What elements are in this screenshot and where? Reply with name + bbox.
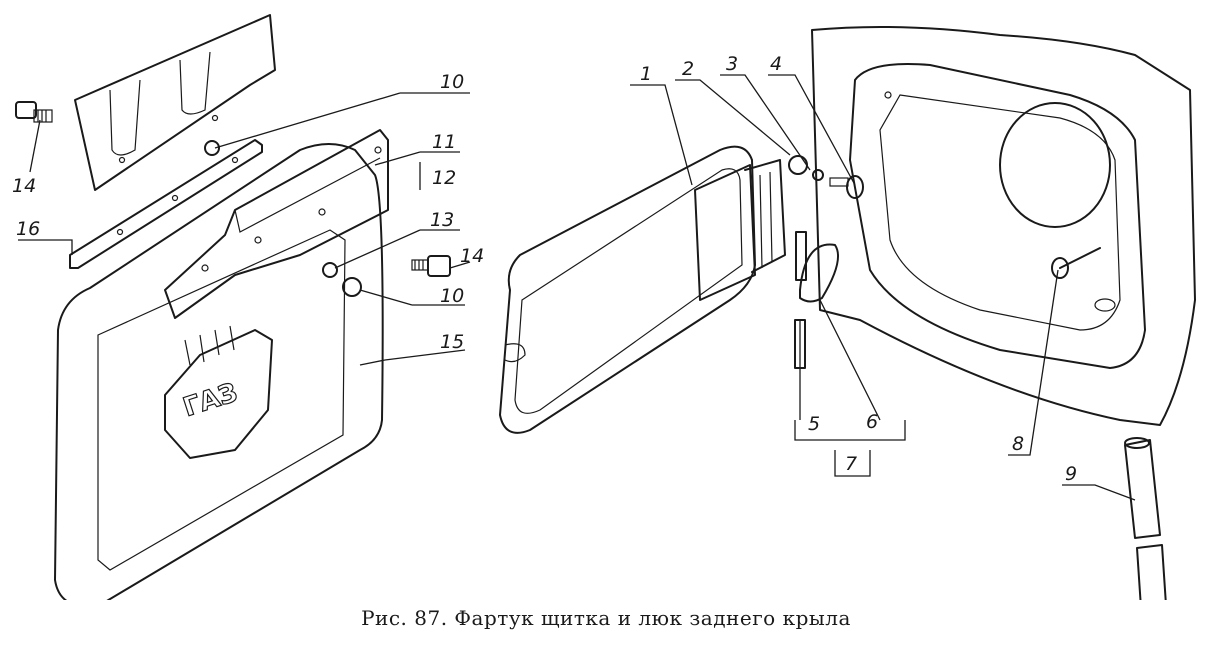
bolt-14-right: [411, 255, 451, 277]
lock-washer-4: [812, 169, 824, 181]
leader-lines: [18, 74, 1136, 501]
washer-3: [788, 155, 808, 175]
callout-10-lower: 10: [440, 285, 464, 307]
mud-flap-ribbed-panel: [97, 229, 346, 571]
figure-caption: Рис. 87. Фартук щитка и люк заднего крыл…: [361, 606, 851, 630]
callout-14-right: 14: [460, 245, 484, 267]
spring-6: [799, 243, 839, 303]
callout-4: 4: [770, 53, 782, 75]
top-shield-plate: [74, 14, 276, 191]
rail-16: [69, 139, 263, 269]
bolt-14-left: [15, 101, 53, 123]
callout-6: 6: [866, 411, 878, 433]
callout-13: 13: [430, 209, 454, 231]
callout-3: 3: [726, 53, 738, 75]
callout-15: 15: [440, 331, 464, 353]
callout-12: 12: [432, 167, 456, 189]
hatch-hinge: [694, 164, 756, 301]
bracket-strip: [164, 129, 389, 319]
filler-recess: [849, 63, 1146, 369]
callout-14-left: 14: [12, 175, 36, 197]
washer-13: [322, 262, 338, 278]
callout-9: 9: [1065, 463, 1077, 485]
callout-8: 8: [1012, 433, 1024, 455]
callout-10-top: 10: [440, 71, 464, 93]
nut-10-lower: [342, 277, 362, 297]
callout-2: 2: [682, 58, 694, 80]
rubber-stop-8: [1051, 247, 1101, 279]
mud-flap-body: [54, 143, 384, 600]
callout-labels: 1 2 3 4 5 6 7 8 9 10 10 11 12 13 14 14 1…: [12, 53, 1077, 485]
pin-5-upper: [795, 231, 807, 281]
nut-10-top: [204, 140, 220, 156]
gaz-emblem: ГАЗ: [164, 325, 273, 459]
emblem-label: ГАЗ: [180, 378, 242, 424]
filler-neck: [999, 102, 1111, 228]
mud-flap-assembly: ГАЗ: [15, 14, 451, 600]
callout-1: 1: [640, 63, 652, 85]
callout-5: 5: [808, 413, 820, 435]
fuel-hatch-assembly: [499, 25, 1196, 600]
callout-16: 16: [16, 218, 40, 240]
callout-11: 11: [432, 131, 456, 153]
screw-4: [829, 175, 864, 199]
exploded-diagram: ГАЗ: [12, 14, 1196, 600]
rear-fender-panel: [811, 25, 1196, 426]
callout-7: 7: [845, 453, 857, 475]
drain-hose-9: [1124, 437, 1167, 600]
